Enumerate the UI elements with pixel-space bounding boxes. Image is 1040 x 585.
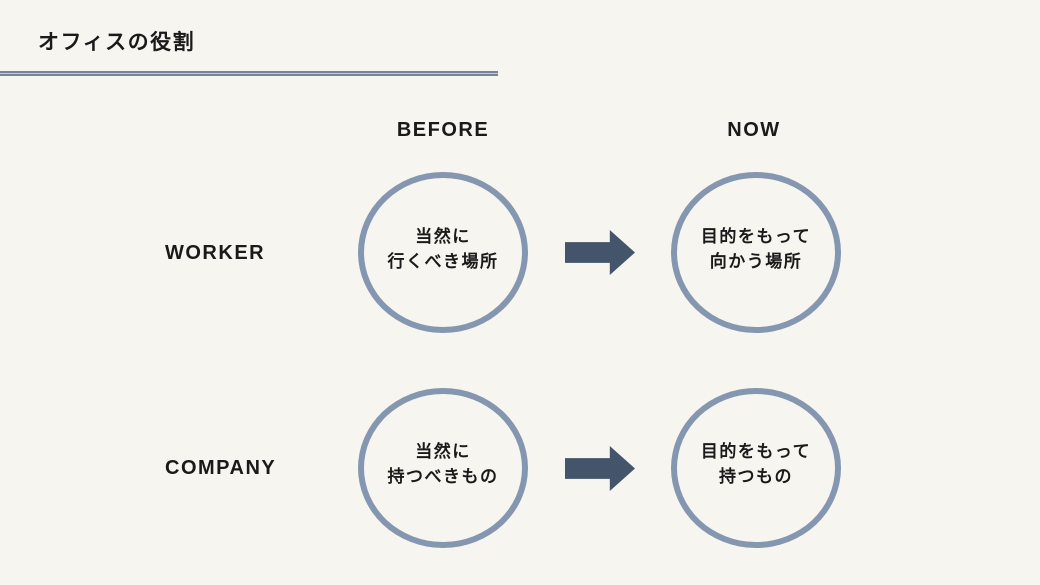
arrow-right-icon bbox=[565, 230, 635, 275]
arrow-right-icon bbox=[565, 446, 635, 491]
circle-worker-now-text: 目的をもって 向かう場所 bbox=[701, 224, 811, 274]
circle-worker-before: 当然に 行くべき場所 bbox=[358, 172, 528, 333]
circle-text-line: 当然に bbox=[415, 226, 471, 246]
row-label-worker: WORKER bbox=[165, 242, 266, 264]
circle-text-line: 目的をもって bbox=[700, 442, 812, 461]
circle-company-now: 目的をもって 持つもの bbox=[671, 388, 841, 548]
title-rule bbox=[0, 71, 498, 76]
circle-text-line: 持つべきもの bbox=[387, 467, 499, 486]
page-title: オフィスの役割 bbox=[38, 31, 196, 54]
circle-text-line: 当然に bbox=[415, 442, 471, 461]
circle-company-before-text: 当然に 持つべきもの bbox=[388, 439, 499, 489]
circle-worker-now: 目的をもって 向かう場所 bbox=[671, 172, 841, 333]
circle-text-line: 行くべき場所 bbox=[387, 251, 499, 271]
circle-worker-before-text: 当然に 行くべき場所 bbox=[388, 224, 499, 274]
circle-company-now-text: 目的をもって 持つもの bbox=[701, 439, 811, 489]
column-header-before: BEFORE bbox=[396, 119, 490, 141]
circle-text-line: 向かう場所 bbox=[709, 251, 803, 271]
circle-text-line: 持つもの bbox=[719, 467, 793, 486]
circle-company-before: 当然に 持つべきもの bbox=[358, 388, 528, 548]
column-header-now: NOW bbox=[727, 119, 781, 141]
circle-text-line: 目的をもって bbox=[700, 226, 812, 246]
row-label-company: COMPANY bbox=[165, 457, 277, 479]
